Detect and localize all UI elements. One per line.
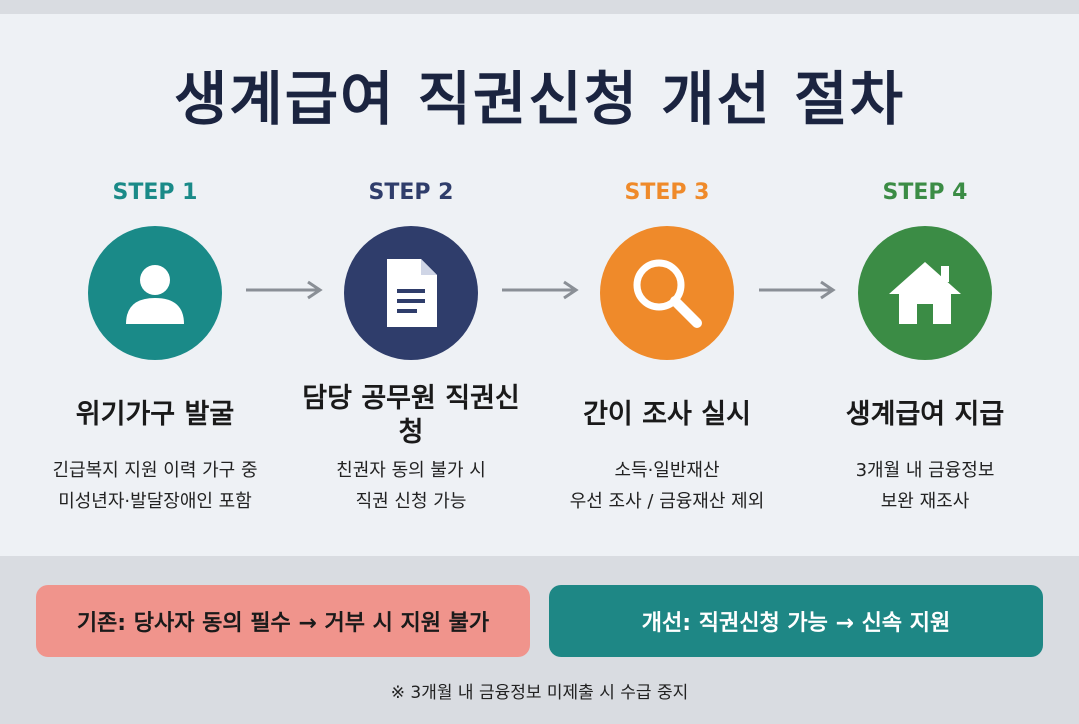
footnote: ※ 3개월 내 금융정보 미제출 시 수급 중지: [390, 683, 689, 703]
page-title: 생계급여 직권신청 개선 절차: [174, 65, 905, 133]
magnifier-icon: [600, 226, 734, 360]
person-icon: [88, 226, 222, 360]
step-heading: 생계급여 지급: [845, 399, 1005, 430]
step-heading: 간이 조사 실시: [583, 399, 751, 430]
step-2: STEP 2 담당 공무원 직권신청: [291, 180, 531, 450]
before-box: 기존: 당사자 동의 필수 → 거부 시 지원 불가: [36, 585, 530, 657]
step-label: STEP 1: [112, 180, 198, 205]
arrow-icon: [246, 280, 323, 300]
document-icon: [344, 226, 478, 360]
step-1: STEP 1 위기가구 발굴: [35, 180, 275, 432]
step-4: STEP 4 생계급여 지급: [805, 180, 1045, 432]
step-heading: 위기가구 발굴: [75, 399, 235, 430]
arrow-icon: [759, 280, 836, 300]
step-label: STEP 3: [624, 180, 710, 205]
after-box: 개선: 직권신청 가능 → 신속 지원: [549, 585, 1043, 657]
step-label: STEP 4: [882, 180, 968, 205]
step-3: STEP 3 간이 조사 실시: [547, 180, 787, 432]
step-heading: 담당 공무원 직권신청: [302, 383, 520, 448]
step-label: STEP 2: [368, 180, 454, 205]
house-icon: [858, 226, 992, 360]
arrow-icon: [502, 280, 579, 300]
